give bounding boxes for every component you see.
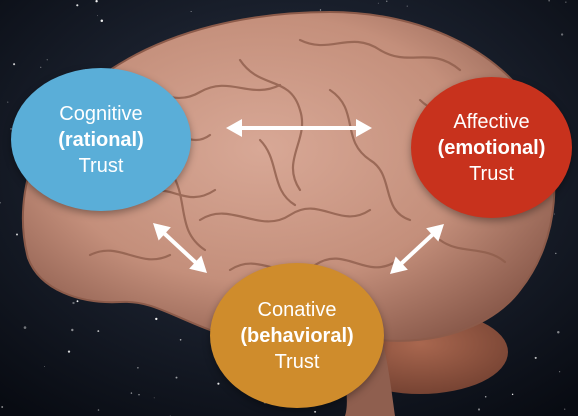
star (46, 59, 48, 61)
star (406, 5, 408, 7)
star (40, 66, 42, 68)
star (548, 0, 550, 2)
arrow-affective-conative (390, 224, 444, 274)
star (314, 410, 317, 413)
star (44, 366, 46, 367)
star (1, 406, 4, 408)
star (558, 371, 561, 373)
star (377, 2, 379, 4)
star (565, 1, 567, 3)
arrow-head (426, 224, 444, 242)
conative-label-line3: Trust (274, 350, 320, 373)
star (137, 366, 139, 369)
arrow-head (189, 255, 207, 273)
star (0, 201, 1, 204)
star (72, 301, 75, 305)
affective-label-line2: (emotional) (437, 136, 546, 159)
star (7, 101, 9, 103)
star (13, 63, 16, 66)
star (564, 408, 566, 410)
star (319, 9, 322, 11)
arrow-head (153, 223, 171, 241)
affective-label-line1: Affective (453, 110, 530, 133)
cognitive-label-line1: Cognitive (59, 102, 143, 125)
arrow-head (356, 119, 372, 137)
arrow-cognitive-affective (226, 119, 372, 137)
arrow-cognitive-conative (153, 223, 207, 273)
cognitive-trust-node: Cognitive (rational) Trust (11, 68, 191, 211)
star (534, 356, 537, 359)
star (130, 392, 133, 394)
star (386, 0, 388, 2)
star (477, 408, 481, 411)
star (557, 331, 560, 334)
star (76, 4, 79, 7)
star (97, 330, 100, 333)
star (67, 350, 71, 353)
conative-label-line1: Conative (257, 298, 337, 321)
star (175, 376, 178, 379)
arrow-head (226, 119, 242, 137)
arrow-shaft (160, 229, 200, 267)
star (190, 10, 192, 12)
arrows-layer (153, 119, 444, 274)
star (179, 338, 182, 341)
conative-trust-node: Conative (behavioral) Trust (210, 263, 384, 408)
conative-label-line2: (behavioral) (240, 324, 354, 347)
star (560, 33, 564, 36)
star (484, 396, 487, 398)
star (153, 397, 155, 399)
star (554, 213, 556, 215)
star (555, 252, 557, 255)
star (76, 300, 79, 303)
cognitive-label-line3: Trust (78, 154, 124, 177)
star (97, 409, 100, 411)
star (217, 382, 220, 385)
star (23, 326, 27, 329)
star (138, 394, 140, 396)
star (15, 233, 19, 236)
star (155, 317, 158, 321)
affective-trust-node: Affective (emotional) Trust (411, 77, 572, 218)
arrow-head (390, 256, 408, 274)
star (71, 328, 74, 332)
star (97, 15, 98, 17)
star (95, 0, 98, 3)
affective-label-line3: Trust (469, 162, 514, 185)
arrow-shaft (397, 230, 437, 268)
cognitive-label-line2: (rational) (58, 128, 144, 151)
star (100, 19, 104, 23)
star (511, 393, 514, 396)
